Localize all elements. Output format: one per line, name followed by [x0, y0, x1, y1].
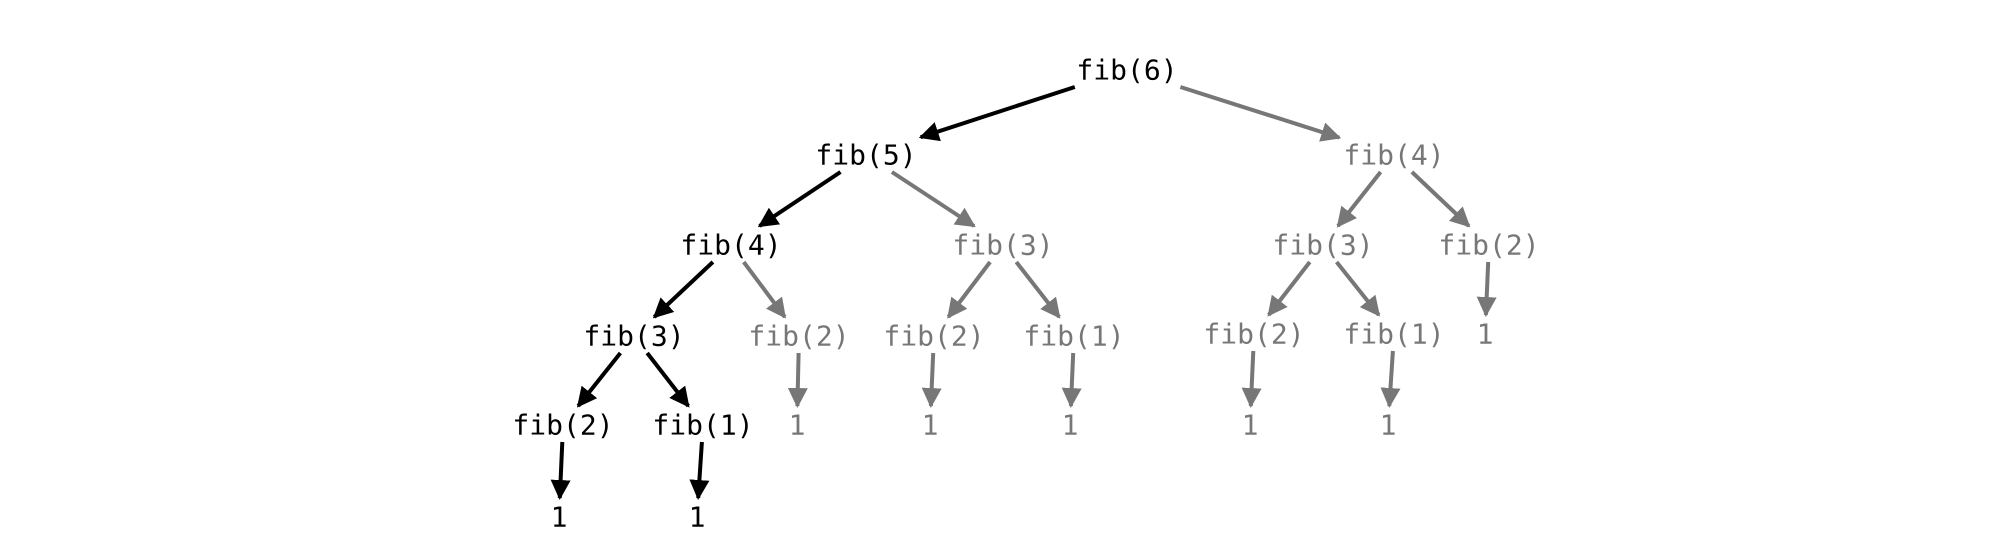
tree-node-n16: fib(1) [652, 409, 753, 442]
edge-n8-n16 [645, 351, 690, 408]
tree-node-n3: fib(4) [1343, 139, 1444, 172]
edge-n6-n13 [1335, 260, 1381, 317]
edge-n12-n20 [1241, 350, 1262, 408]
edge-n6-n12 [1267, 260, 1312, 317]
tree-node-n6: fib(3) [1272, 229, 1373, 262]
edge-n1-n2 [918, 85, 1076, 142]
edge-n4-n9 [742, 260, 787, 319]
edge-n8-n15 [576, 351, 622, 408]
edge-n3-n7 [1410, 170, 1471, 228]
tree-node-n15: fib(2) [512, 409, 613, 442]
edge-n7-n14 [1476, 261, 1497, 317]
tree-node-n20: 1 [1242, 409, 1259, 442]
edge-n2-n5 [890, 170, 976, 228]
tree-node-n8: fib(3) [583, 320, 684, 353]
tree-node-n23: 1 [689, 501, 706, 534]
tree-node-n1: fib(6) [1076, 54, 1177, 87]
tree-node-n11: fib(1) [1023, 320, 1124, 353]
tree-node-n18: 1 [922, 409, 939, 442]
edge-n16-n23 [689, 441, 710, 500]
tree-node-n13: fib(1) [1343, 318, 1444, 351]
edge-n1-n3 [1179, 85, 1342, 142]
tree-node-n21: 1 [1380, 409, 1397, 442]
edge-n10-n18 [921, 352, 942, 408]
tree-node-n19: 1 [1062, 409, 1079, 442]
edge-n9-n17 [787, 352, 808, 408]
edge-n11-n19 [1061, 352, 1082, 408]
tree-node-n9: fib(2) [748, 320, 849, 353]
edge-n2-n4 [757, 170, 842, 228]
edges-layer [550, 85, 1497, 500]
edge-n15-n22 [550, 441, 571, 500]
tree-node-n2: fib(5) [815, 139, 916, 172]
edge-n4-n8 [652, 260, 715, 319]
tree-node-n4: fib(4) [680, 229, 781, 262]
tree-node-n22: 1 [551, 501, 568, 534]
edge-n5-n11 [1014, 260, 1061, 319]
tree-node-n5: fib(3) [952, 229, 1053, 262]
edge-n5-n10 [946, 260, 992, 319]
tree-node-n7: fib(2) [1438, 229, 1539, 262]
tree-node-n10: fib(2) [883, 320, 984, 353]
edge-n3-n6 [1336, 170, 1383, 228]
tree-node-n14: 1 [1477, 318, 1494, 351]
nodes-layer: fib(6) fib(5) fib(4) fib(4) fib(3) fib(3) fib(… [512, 54, 1539, 534]
tree-node-n12: fib(2) [1203, 318, 1304, 351]
tree-node-n17: 1 [789, 409, 806, 442]
edge-n13-n21 [1380, 350, 1401, 408]
